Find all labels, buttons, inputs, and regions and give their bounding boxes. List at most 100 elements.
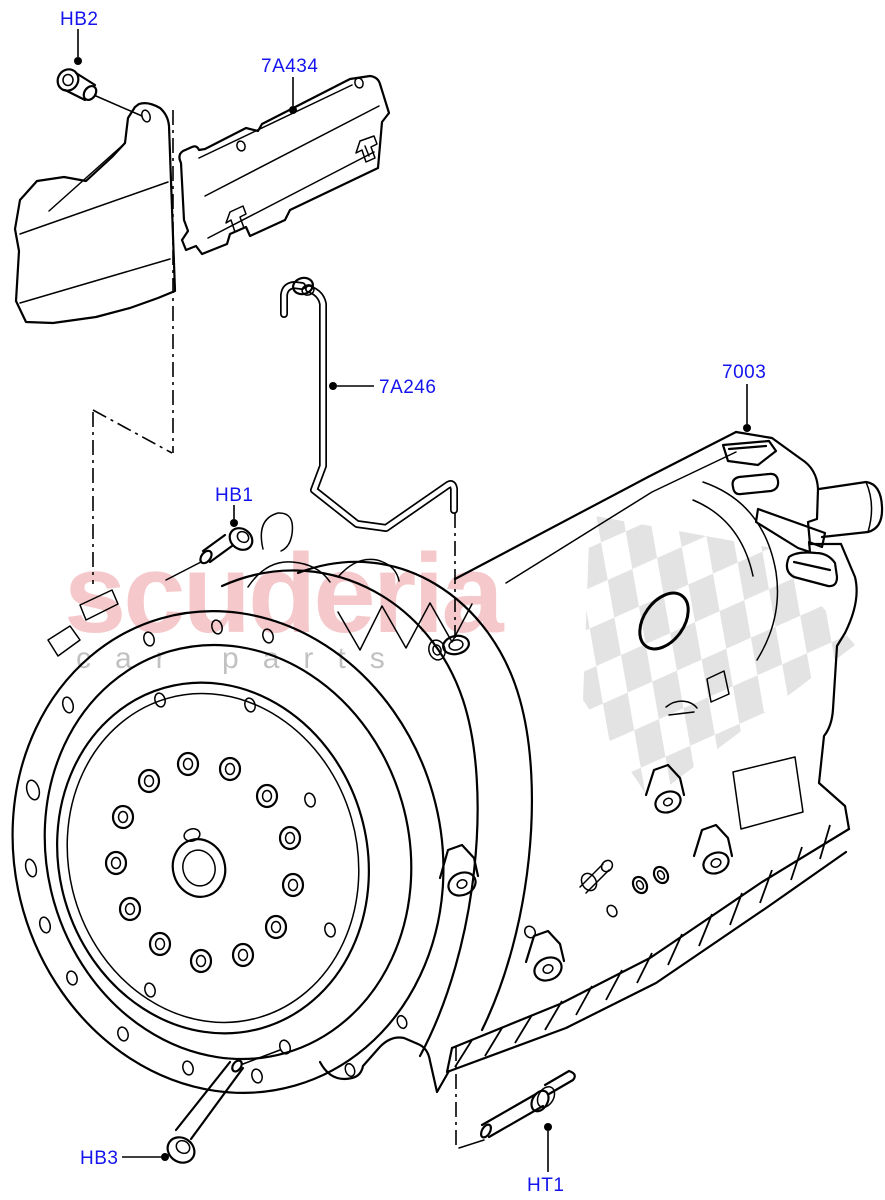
pipe-run-outer bbox=[305, 285, 458, 532]
housing-boss-hole bbox=[432, 644, 442, 656]
callout-transmission-label[interactable]: 7003 bbox=[722, 362, 766, 383]
mounting-lugs bbox=[438, 763, 734, 982]
rear-drum-arc bbox=[692, 499, 754, 577]
transmission-assembly bbox=[11, 430, 884, 1094]
hb1-head bbox=[236, 530, 250, 544]
hb2-head bbox=[62, 73, 74, 87]
centerline-diagonal bbox=[92, 409, 173, 454]
gasket-cutout bbox=[47, 625, 81, 657]
rear-lower-fin bbox=[785, 551, 839, 588]
hb1-shaft bbox=[201, 533, 234, 564]
callout-pipe-label[interactable]: 7A246 bbox=[379, 377, 436, 398]
callouts-layer: HB2 7A434 7A246 7003 HB1 HB3 HT1 bbox=[60, 9, 766, 1196]
pipe-fitting-nut bbox=[301, 284, 315, 296]
housing-lobe bbox=[247, 561, 331, 588]
callout-hb1-label[interactable]: HB1 bbox=[215, 485, 253, 506]
stud-ht1 bbox=[458, 1069, 576, 1149]
shield-hole bbox=[354, 77, 364, 89]
shield-strip-fold bbox=[198, 84, 353, 159]
alignment-centerlines bbox=[92, 110, 457, 1147]
hb1-tip bbox=[199, 549, 213, 565]
pan-hatching bbox=[454, 824, 831, 1068]
pipe-run-inner bbox=[306, 286, 457, 531]
shield-fold-line bbox=[48, 143, 125, 212]
flexplate-rim-inner bbox=[66, 692, 360, 1024]
gasket-ring-outer bbox=[11, 610, 445, 1094]
housing-arc bbox=[220, 569, 479, 1058]
hb3-pointer-line bbox=[242, 1049, 281, 1065]
adapter-bottom-scallops bbox=[318, 1036, 451, 1094]
gasket-cutout bbox=[79, 589, 119, 621]
hb3-head bbox=[175, 1139, 191, 1155]
jaguar-logo-mark bbox=[665, 700, 698, 716]
flange-hole bbox=[396, 1014, 408, 1030]
ht1-open-end bbox=[479, 1123, 493, 1139]
hb2-shaft bbox=[63, 71, 97, 102]
ht1-collar bbox=[530, 1089, 550, 1113]
rear-top-slot bbox=[731, 472, 780, 496]
case-top-band bbox=[505, 451, 737, 584]
flexplate bbox=[56, 681, 370, 1035]
callout-ht1-dot bbox=[544, 1123, 552, 1131]
bolt-hb2 bbox=[56, 68, 143, 117]
oil-pipe-part bbox=[280, 276, 458, 532]
shield-fold-line bbox=[19, 181, 169, 235]
bolt-hb3 bbox=[166, 1049, 281, 1164]
bellhousing-gasket-ring bbox=[11, 589, 445, 1094]
shield-clip bbox=[355, 135, 378, 163]
ht1-threaded-end bbox=[543, 1069, 576, 1096]
shield-hole bbox=[236, 140, 246, 152]
rear-drum-arc bbox=[702, 481, 779, 661]
hb3-tip bbox=[231, 1059, 243, 1073]
pipe-port-hole bbox=[448, 639, 464, 651]
watermark-brand-text: scuderia bbox=[64, 531, 504, 656]
case-panel bbox=[706, 670, 730, 703]
case-top-edge bbox=[453, 430, 738, 581]
flexplate-pilot bbox=[183, 828, 201, 842]
heat-shield-part bbox=[13, 74, 391, 325]
callout-hb2-label[interactable]: HB2 bbox=[60, 9, 98, 30]
gasket-ring-inner bbox=[43, 643, 413, 1061]
valve-body-details bbox=[523, 859, 670, 939]
callout-hb2-dot bbox=[74, 57, 82, 65]
pipe-fitting bbox=[292, 276, 314, 296]
flexplate-hub-outer bbox=[171, 838, 227, 898]
case-panel bbox=[732, 756, 804, 830]
callout-shield-dot bbox=[289, 106, 297, 114]
callout-ht1-label[interactable]: HT1 bbox=[527, 1175, 564, 1196]
rear-extension-outline bbox=[734, 430, 858, 831]
rear-cap bbox=[721, 439, 778, 467]
hb2-pointer-line bbox=[95, 95, 143, 117]
callout-hb3-label[interactable]: HB3 bbox=[80, 1148, 118, 1169]
output-shaft-stub bbox=[817, 480, 884, 539]
checkered-flag-watermark bbox=[583, 515, 855, 800]
callout-pipe-dot bbox=[329, 382, 337, 390]
watermark-layer: scuderia car parts bbox=[64, 515, 855, 800]
flange-hole bbox=[344, 1062, 356, 1078]
shield-strip-fold bbox=[207, 151, 375, 239]
hb3-target-hole bbox=[278, 1039, 292, 1055]
flexplate-holes bbox=[144, 692, 336, 998]
hb1-head-flange bbox=[228, 527, 254, 551]
housing-lobe bbox=[337, 558, 400, 582]
ht1-pointer-line bbox=[458, 1139, 485, 1149]
bolt-hb1 bbox=[165, 527, 254, 581]
hb1-pointer-line bbox=[165, 561, 202, 581]
callout-transmission-dot bbox=[743, 424, 751, 432]
converter-housing bbox=[220, 512, 534, 1058]
housing-boss bbox=[428, 639, 446, 661]
gasket-ring-holes bbox=[24, 619, 274, 1084]
case-opening bbox=[638, 591, 690, 651]
callout-shield-label[interactable]: 7A434 bbox=[261, 56, 318, 77]
hb3-head-flange bbox=[166, 1136, 196, 1164]
hb2-head-flange bbox=[56, 68, 80, 92]
main-case bbox=[278, 430, 884, 1094]
pan-upper-edge bbox=[450, 827, 851, 1050]
callout-hb1-dot bbox=[230, 519, 238, 527]
ht1-collar-edge bbox=[536, 1086, 556, 1108]
shield-tab-hole bbox=[141, 109, 151, 123]
shield-strip-fold bbox=[204, 105, 380, 197]
shield-fold-line bbox=[19, 258, 171, 304]
shield-strip-outline bbox=[178, 74, 391, 256]
